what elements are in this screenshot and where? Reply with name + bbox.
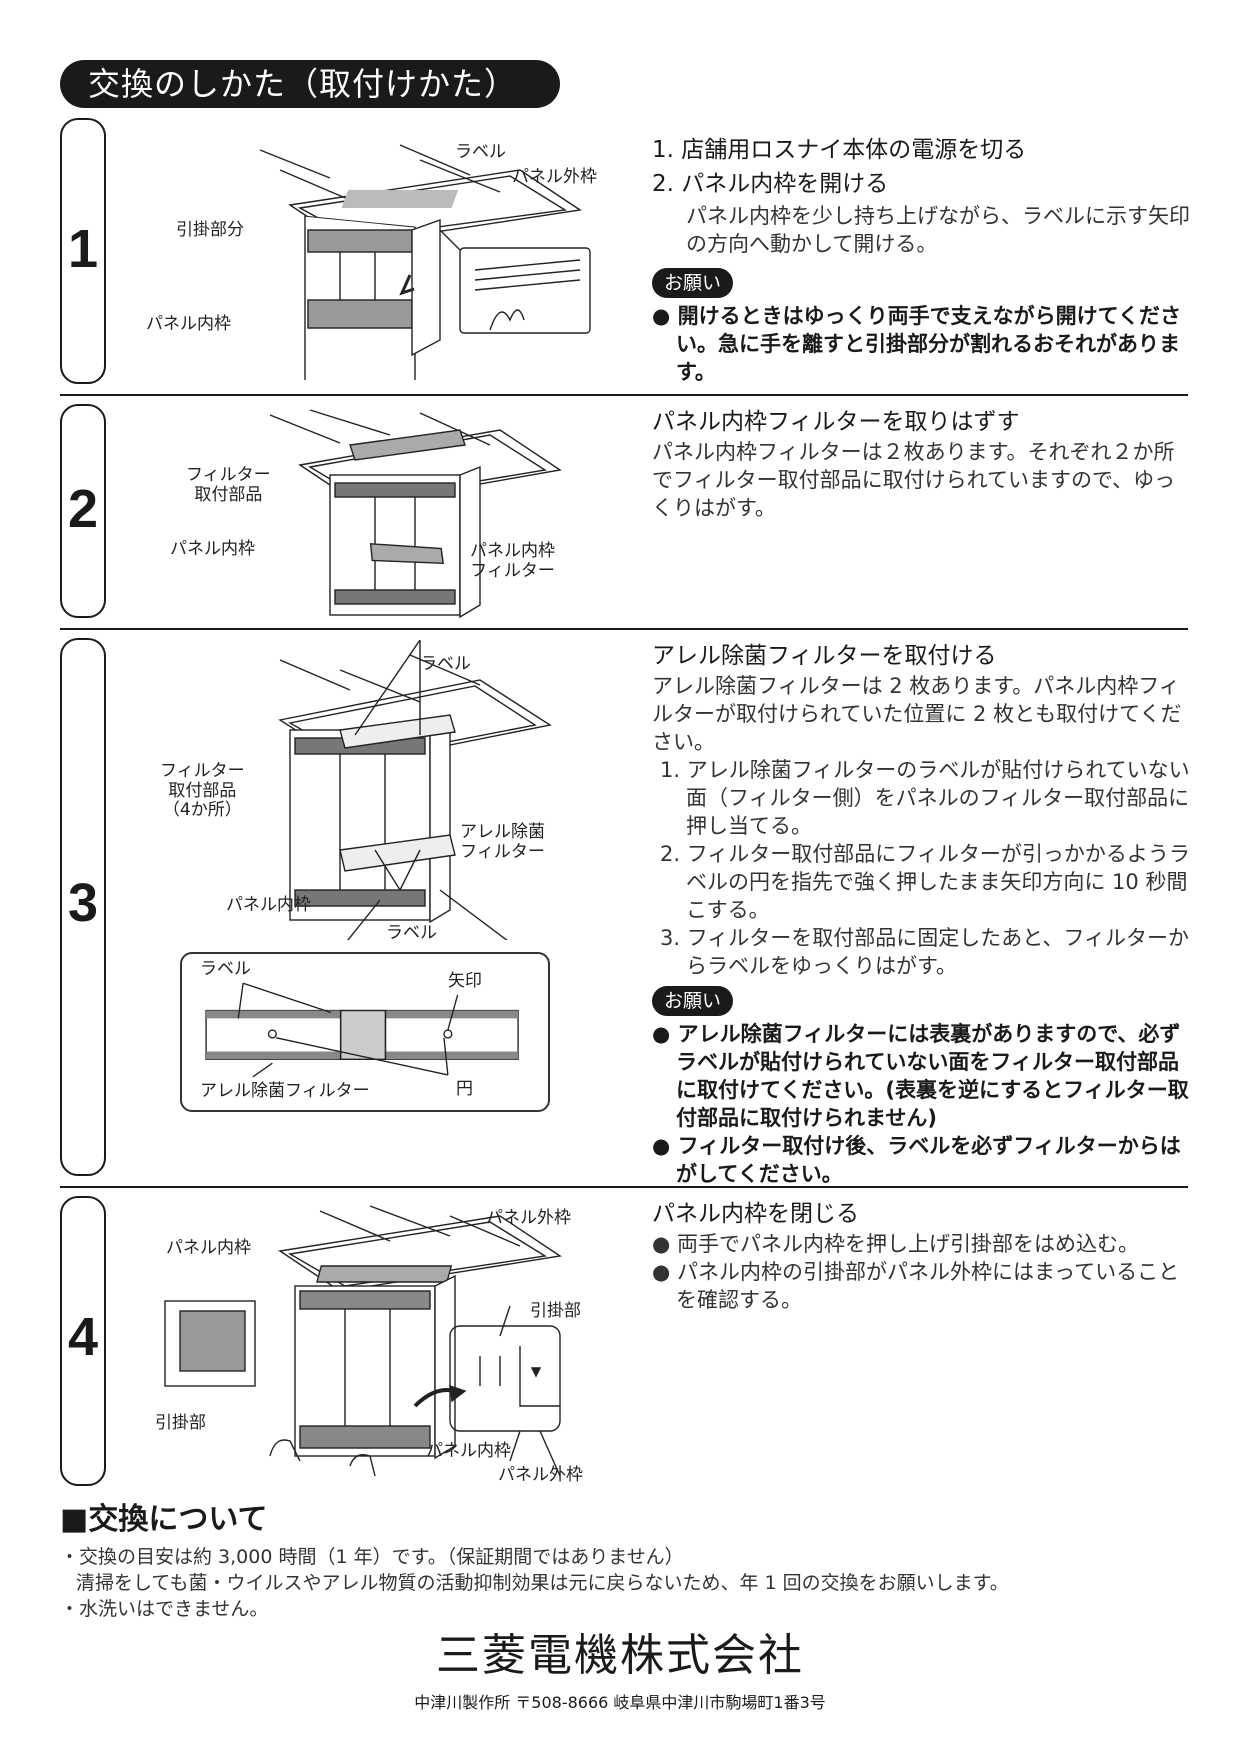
step3-inset-filter-label: アレル除菌フィルター (200, 1081, 370, 1101)
step1-inner-frame-label: パネル内枠 (146, 314, 231, 334)
step1-para: パネル内枠を少し持ち上げながら、ラベルに示す矢印の方向へ動かして開ける。 (686, 204, 1190, 256)
separator (60, 394, 1188, 396)
step-number-1: 1 (67, 219, 99, 279)
step-number-3: 3 (67, 873, 99, 933)
step4-inner-frame-2-label: パネル内枠 (426, 1441, 511, 1461)
section-heading: ■交換について (60, 1502, 268, 1537)
step3-para: アレル除菌フィルターは 2 枚あります。パネル内枠フィルターが取付けられていた位… (652, 674, 1182, 754)
step1-line-1: 1. 店舗用ロスナイ本体の電源を切る (652, 137, 1027, 163)
step3-attach-label: フィルター 取付部品 （4か所） (160, 761, 245, 821)
step3-item-2: 2. フィルター取付部品にフィルターが引っかかるようラベルの円を指先で強く押した… (660, 842, 1190, 922)
step3-item-1: 1. アレル除菌フィルターのラベルが貼付けられていない面（フィルター側）をパネル… (660, 758, 1190, 838)
step3-illustration (180, 640, 620, 940)
step1-illustration (140, 130, 620, 380)
step1-line-2: 2. パネル内枠を開ける (652, 171, 889, 197)
step3-request-badge: お願い (652, 986, 734, 1016)
step1-label-label: ラベル (455, 142, 506, 162)
step-number-4: 4 (67, 1307, 99, 1367)
step4-bullet-2: ● パネル内枠の引掛部がパネル外枠にはまっていることを確認する。 (652, 1260, 1180, 1312)
bullet-dot-icon: ● (652, 1022, 671, 1046)
step4-bullet-1: ● 両手でパネル内枠を押し上げ引掛部をはめ込む。 (652, 1232, 1140, 1256)
footer-line-2: 清掃をしても菌・ウイルスやアレル物質の活動抑制効果は元に戻らないため、年 1 回… (76, 1572, 1009, 1594)
step2-illustration (160, 405, 600, 620)
step4-text: パネル内枠を閉じる ● 両手でパネル内枠を押し上げ引掛部をはめ込む。 ● パネル… (652, 1198, 1192, 1314)
step-number-2: 2 (67, 479, 99, 539)
step3-warning-1: ● アレル除菌フィルターには表裏がありますので、必ずラベルが貼付けられていない面… (652, 1022, 1189, 1130)
step-tab-4 (60, 1196, 106, 1486)
step3-item-3: 3. フィルターを取付部品に固定したあと、フィルターからラベルをゆっくりはがす。 (660, 926, 1190, 978)
step2-text: パネル内枠フィルターを取りはずす パネル内枠フィルターは２枚あります。それぞれ２… (652, 406, 1192, 522)
step3-allergy-label: アレル除菌 フィルター (460, 822, 545, 862)
footer-line-3: ・水洗いはできません。 (60, 1598, 269, 1620)
bullet-dot-icon: ● (652, 1260, 671, 1284)
step-tab-3 (60, 638, 106, 1176)
step3-inset-circle-label: 円 (456, 1079, 473, 1099)
step3-label-bottom: ラベル (386, 923, 437, 943)
bullet-dot-icon: ● (652, 1232, 671, 1256)
step2-attach-label: フィルター 取付部品 (186, 465, 271, 505)
step1-outer-frame-label: パネル外枠 (512, 167, 597, 187)
step4-outer-frame-label: パネル外枠 (486, 1208, 571, 1228)
step3-inset-arrow-label: 矢印 (448, 971, 482, 991)
step4-heading: パネル内枠を閉じる (652, 1201, 859, 1227)
step3-warning-2: ● フィルター取付け後、ラベルを必ずフィルターからはがしてください。 (652, 1134, 1181, 1186)
company-name: 三菱電機株式会社 (436, 1630, 804, 1681)
company-address: 中津川製作所 〒508-8666 岐阜県中津川市駒場町1番3号 (414, 1693, 826, 1712)
step2-para: パネル内枠フィルターは２枚あります。それぞれ２か所でフィルター取付部品に取付けら… (652, 440, 1176, 520)
separator (60, 628, 1188, 630)
step4-illustration (150, 1196, 620, 1486)
footer-line-1: ・交換の目安は約 3,000 時間（1 年）です。（保証期間ではありません） (60, 1546, 684, 1568)
bullet-dot-icon: ● (652, 304, 671, 328)
step4-inner-frame-label: パネル内枠 (166, 1238, 251, 1258)
step3-inset-label: ラベル (200, 959, 251, 979)
step1-text: 1. 店舗用ロスナイ本体の電源を切る 2. パネル内枠を開ける パネル内枠を少し… (652, 134, 1192, 386)
step2-inner-filter-label: パネル内枠 フィルター (470, 541, 555, 581)
step1-request-badge: お願い (652, 268, 734, 298)
step3-inset (180, 952, 550, 1112)
step2-heading: パネル内枠フィルターを取りはずす (652, 409, 1020, 435)
page-title: 交換のしかた（取付けかた） (60, 60, 560, 108)
step-tab-2 (60, 404, 106, 618)
separator (60, 1186, 1188, 1188)
step1-warning: ● 開けるときはゆっくり両手で支えながら開けてください。急に手を離すと引掛部分が… (652, 304, 1182, 384)
step1-hook-label: 引掛部分 (176, 220, 244, 240)
step4-hook-label: 引掛部 (530, 1301, 581, 1321)
bullet-dot-icon: ● (652, 1134, 671, 1158)
step3-text: アレル除菌フィルターを取付ける アレル除菌フィルターは 2 枚あります。パネル内… (652, 640, 1192, 1188)
step4-hook-left-label: 引掛部 (155, 1413, 206, 1433)
step3-label-top: ラベル (420, 654, 471, 674)
step-tab-1 (60, 118, 106, 384)
step3-heading: アレル除菌フィルターを取付ける (652, 643, 997, 669)
step4-outer-frame-2-label: パネル外枠 (498, 1465, 583, 1485)
step2-inner-frame-label: パネル内枠 (170, 539, 255, 559)
step3-inner-frame-label: パネル内枠 (226, 895, 311, 915)
